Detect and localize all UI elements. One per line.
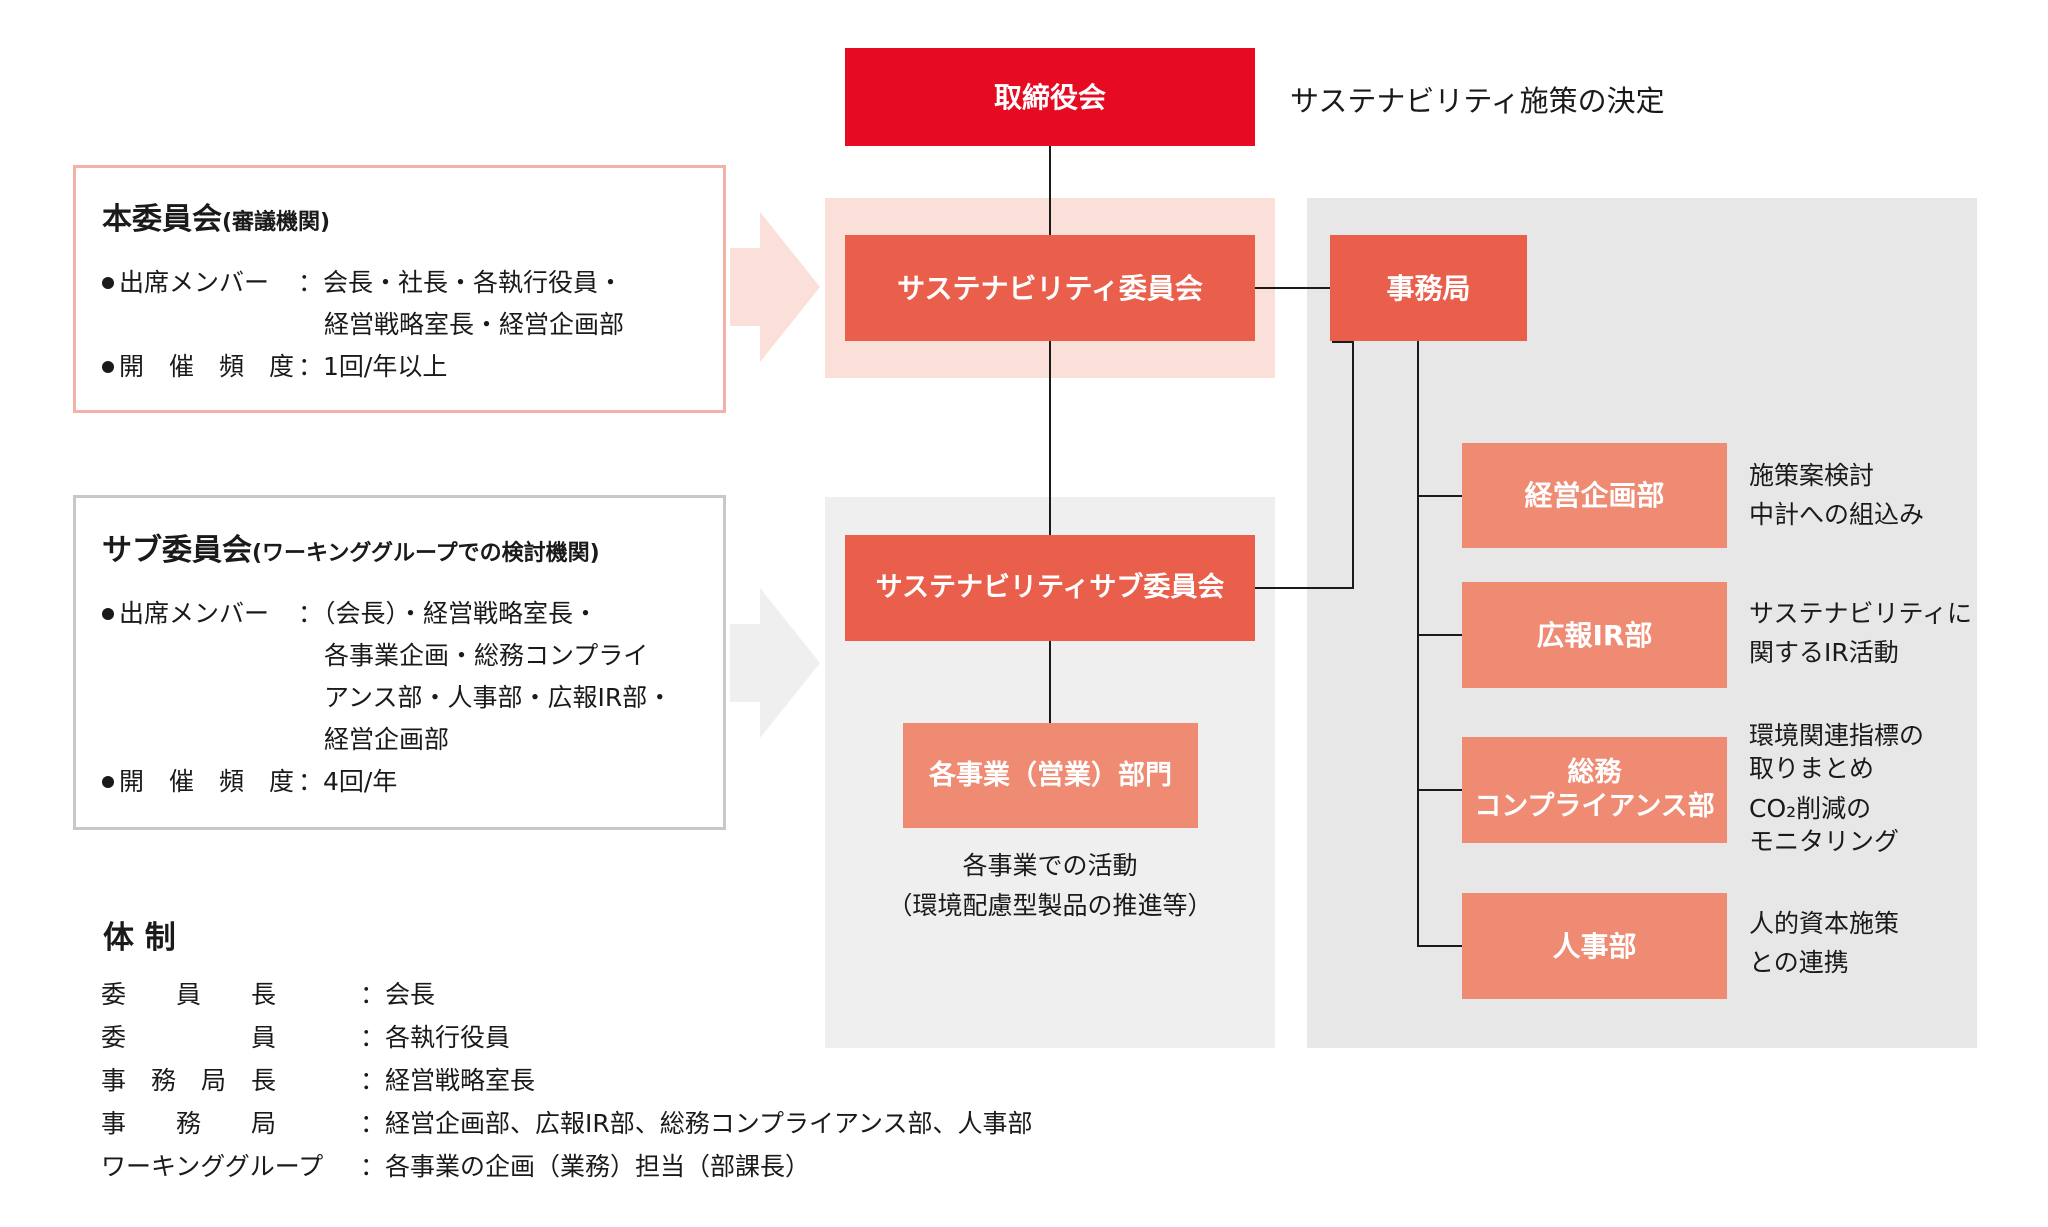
business-units-box: 各事業（営業）部門 <box>903 723 1198 828</box>
sub-committee-frequency-value: ：4回/年 <box>298 767 398 796</box>
connector-committee-subcommittee <box>1049 341 1051 535</box>
dept-corporate-planning-desc-1: 施策案検討 <box>1749 461 1875 490</box>
dept-hr-desc: 人的資本施策 との連携 <box>1749 905 1899 983</box>
dept-pr-ir-box: 広報IR部 <box>1462 582 1727 688</box>
main-committee-arrow-icon <box>730 212 820 362</box>
dept-pr-ir-desc-1: サステナビリティに <box>1749 599 1973 628</box>
main-committee-title: 本委員会(審議機関) <box>102 194 330 238</box>
sub-committee-members-line1: ：（会長）・経営戦略室長・ <box>298 599 599 628</box>
connector-department-trunk <box>1417 341 1419 947</box>
sustainability-committee-label: サステナビリティ委員会 <box>897 271 1203 305</box>
sustainability-committee-box: サステナビリティ委員会 <box>845 235 1255 341</box>
bullet-icon <box>102 277 114 289</box>
main-committee-title-sub: (審議機関) <box>222 210 331 235</box>
dept-hr-label: 人事部 <box>1552 929 1637 963</box>
bullet-icon <box>102 361 114 373</box>
business-units-note-line1: 各事業での活動 <box>962 851 1138 880</box>
connector-committee-secretariat <box>1255 287 1330 289</box>
dept-general-affairs-desc: 環境関連指標の 取りまとめ CO₂削減の モニタリング <box>1749 720 1924 858</box>
dept-corporate-planning-desc: 施策案検討 中計への組込み <box>1749 457 1924 535</box>
business-units-note: 各事業での活動 （環境配慮型製品の推進等） <box>845 846 1255 926</box>
structure-row-members-label: 委 員 <box>101 1023 277 1052</box>
main-committee-members-label: 出席メンバー <box>119 268 270 297</box>
sub-committee-title-text: サブ委員会 <box>102 533 252 568</box>
dept-pr-ir-label: 広報IR部 <box>1536 618 1653 652</box>
bullet-icon <box>102 608 114 620</box>
dept-corporate-planning-desc-2: 中計への組込み <box>1749 499 1925 529</box>
sustainability-subcommittee-label: サステナビリティサブ委員会 <box>875 572 1225 604</box>
sub-committee-title-sub: (ワーキンググループでの検討機関) <box>252 541 600 566</box>
board-box: 取締役会 <box>845 48 1255 146</box>
secretariat-label: 事務局 <box>1386 271 1471 305</box>
main-committee-frequency-label: 開 催 頻 度 <box>119 352 295 381</box>
structure-row-chair-value: ：会長 <box>360 980 436 1009</box>
sub-committee-members-line3: アンス部・人事部・広報IR部・ <box>324 683 673 712</box>
main-committee-members-line1: ：会長・社長・各執行役員・ <box>298 268 624 297</box>
structure-row-secretariat-label: 事 務 局 <box>101 1109 277 1138</box>
dept-corporate-planning-box: 経営企画部 <box>1462 443 1727 548</box>
dept-general-affairs-label-1: 総務 <box>1567 757 1622 789</box>
sustainability-subcommittee-box: サステナビリティサブ委員会 <box>845 535 1255 641</box>
dept-pr-ir-desc: サステナビリティに 関するIR活動 <box>1749 595 1972 673</box>
sub-committee-frequency-label: 開 催 頻 度 <box>119 767 295 796</box>
sub-committee-info-box: サブ委員会(ワーキンググループでの検討機関) 出席メンバー ：（会長）・経営戦略… <box>73 495 726 830</box>
dept-general-affairs-label-2: コンプライアンス部 <box>1474 791 1715 822</box>
bullet-icon <box>102 776 114 788</box>
dept-hr-desc-1: 人的資本施策 <box>1749 909 1900 938</box>
structure-row-chair-label: 委 員 長 <box>101 980 277 1009</box>
structure-row-secretary-general-value: ：経営戦略室長 <box>360 1066 536 1095</box>
dept-corporate-planning-label: 経営企画部 <box>1524 479 1665 512</box>
structure-row-secretariat-value: ：経営企画部、広報IR部、総務コンプライアンス部、人事部 <box>360 1109 1033 1138</box>
dept-hr-desc-2: との連携 <box>1749 947 1849 977</box>
dept-general-affairs-desc-3: CO₂削減の <box>1749 794 1872 823</box>
structure-heading: 体 制 <box>103 920 176 956</box>
business-units-note-line2: （環境配慮型製品の推進等） <box>887 891 1213 920</box>
structure-row-members-value: ：各執行役員 <box>360 1023 511 1052</box>
dept-hr-box: 人事部 <box>1462 893 1727 999</box>
main-committee-title-text: 本委員会 <box>102 202 222 237</box>
dept-general-affairs-desc-2: 取りまとめ <box>1749 753 1875 783</box>
main-committee-members-line2: 経営戦略室長・経営企画部 <box>324 310 625 339</box>
sub-committee-members-label: 出席メンバー <box>119 599 270 628</box>
connector-dept-2 <box>1417 634 1462 636</box>
main-committee-frequency-value: ：1回/年以上 <box>298 352 448 381</box>
structure-row-working-group-label: ワーキンググループ <box>101 1152 324 1181</box>
structure-row-working-group-value: ：各事業の企画（業務）担当（部課長） <box>360 1152 811 1181</box>
business-units-label: 各事業（営業）部門 <box>929 759 1172 791</box>
connector-dept-3 <box>1417 789 1462 791</box>
sub-committee-title: サブ委員会(ワーキンググループでの検討機関) <box>102 525 600 569</box>
connector-dept-4 <box>1417 945 1462 947</box>
board-label: 取締役会 <box>993 80 1106 114</box>
connector-secretariat-sub-vertical <box>1352 341 1354 589</box>
connector-subcommittee-right <box>1255 587 1354 589</box>
dept-general-affairs-desc-4: モニタリング <box>1749 826 1900 856</box>
sub-committee-arrow-icon <box>730 588 820 738</box>
dept-general-affairs-box: 総務 コンプライアンス部 <box>1462 737 1727 843</box>
connector-board-committee <box>1049 146 1051 235</box>
board-description: サステナビリティ施策の決定 <box>1290 84 1665 118</box>
main-committee-info-box: 本委員会(審議機関) 出席メンバー ：会長・社長・各執行役員・ 経営戦略室長・経… <box>73 165 726 413</box>
connector-subcommittee-units <box>1049 641 1051 723</box>
dept-general-affairs-desc-1: 環境関連指標の <box>1749 721 1925 750</box>
dept-pr-ir-desc-2: 関するIR活動 <box>1749 637 1899 667</box>
secretariat-box: 事務局 <box>1330 235 1527 341</box>
sub-committee-members-line4: 経営企画部 <box>324 725 450 754</box>
sub-committee-members-line2: 各事業企画・総務コンプライ <box>324 641 649 670</box>
structure-row-secretary-general-label: 事 務 局 長 <box>101 1066 277 1095</box>
connector-secretariat-sub-horizontal <box>1332 341 1354 343</box>
connector-dept-1 <box>1417 495 1462 497</box>
